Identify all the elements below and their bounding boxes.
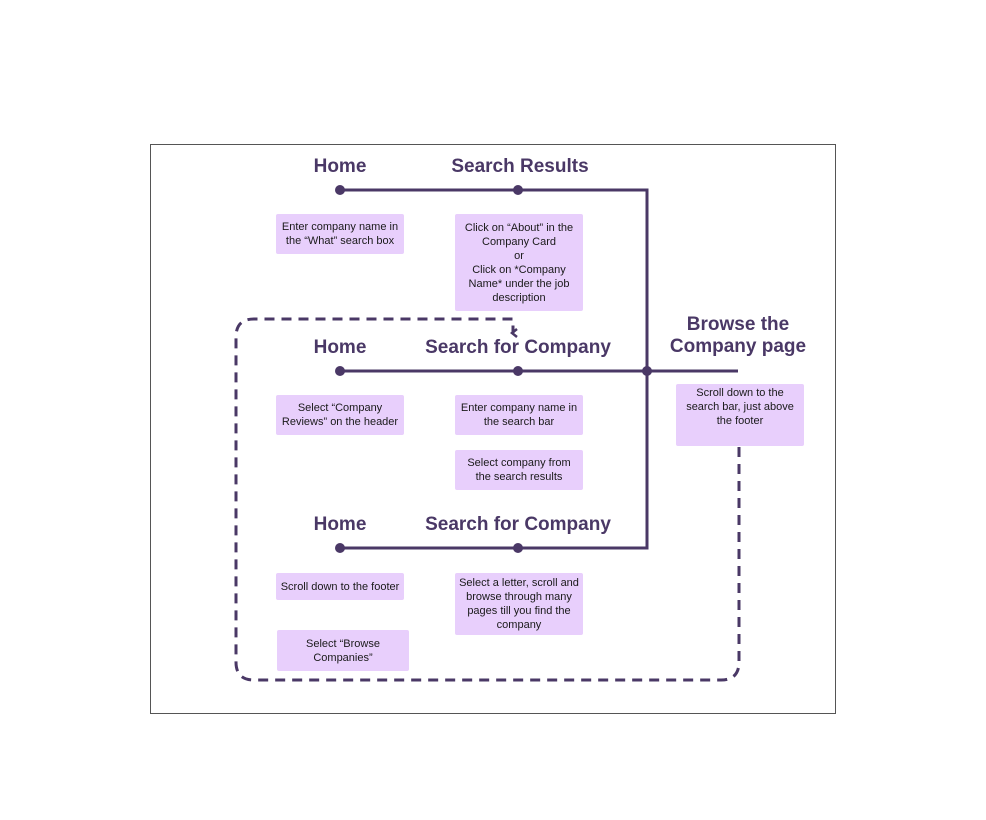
diagram-frame	[150, 144, 836, 714]
flow-2-step-label: Search for Company	[425, 337, 611, 358]
destination-card: Scroll down to the search bar, just abov…	[676, 384, 804, 446]
flow-3-step-card: Select a letter, scroll and browse throu…	[455, 573, 583, 635]
flow-3-step-label: Search for Company	[425, 514, 611, 535]
flow-1-home-card: Enter company name in the “What” search …	[276, 214, 404, 254]
junction-node	[642, 366, 652, 376]
flow-3-step-node	[513, 543, 523, 553]
flow-3-home-card-1: Scroll down to the footer	[276, 573, 404, 600]
flow-2-home-label: Home	[313, 337, 367, 358]
flow-2-step-card-2: Select company from the search results	[455, 450, 583, 490]
flow-3-home-node	[335, 543, 345, 553]
flow-2-home-node	[335, 366, 345, 376]
flow-2-home-card: Select “Company Reviews” on the header	[276, 395, 404, 435]
flow-1-step-label: Search Results	[451, 156, 589, 177]
flow-1-step-card: Click on “About” in the Company Card or …	[455, 214, 583, 311]
flow-3-home-label: Home	[313, 514, 367, 535]
flow-2-step-card-1: Enter company name in the search bar	[455, 395, 583, 435]
flow-1-line	[340, 188, 649, 371]
flow-1-home-node	[335, 185, 345, 195]
flow-2-step-node	[513, 366, 523, 376]
flow-1-home-label: Home	[313, 156, 367, 177]
loop-back-dashed-arrow	[234, 317, 741, 682]
destination-label: Browse the Company page	[669, 314, 807, 357]
flow-3-home-card-2: Select “Browse Companies”	[277, 630, 409, 671]
flow-1-step-node	[513, 185, 523, 195]
flow-3-line	[340, 371, 649, 550]
